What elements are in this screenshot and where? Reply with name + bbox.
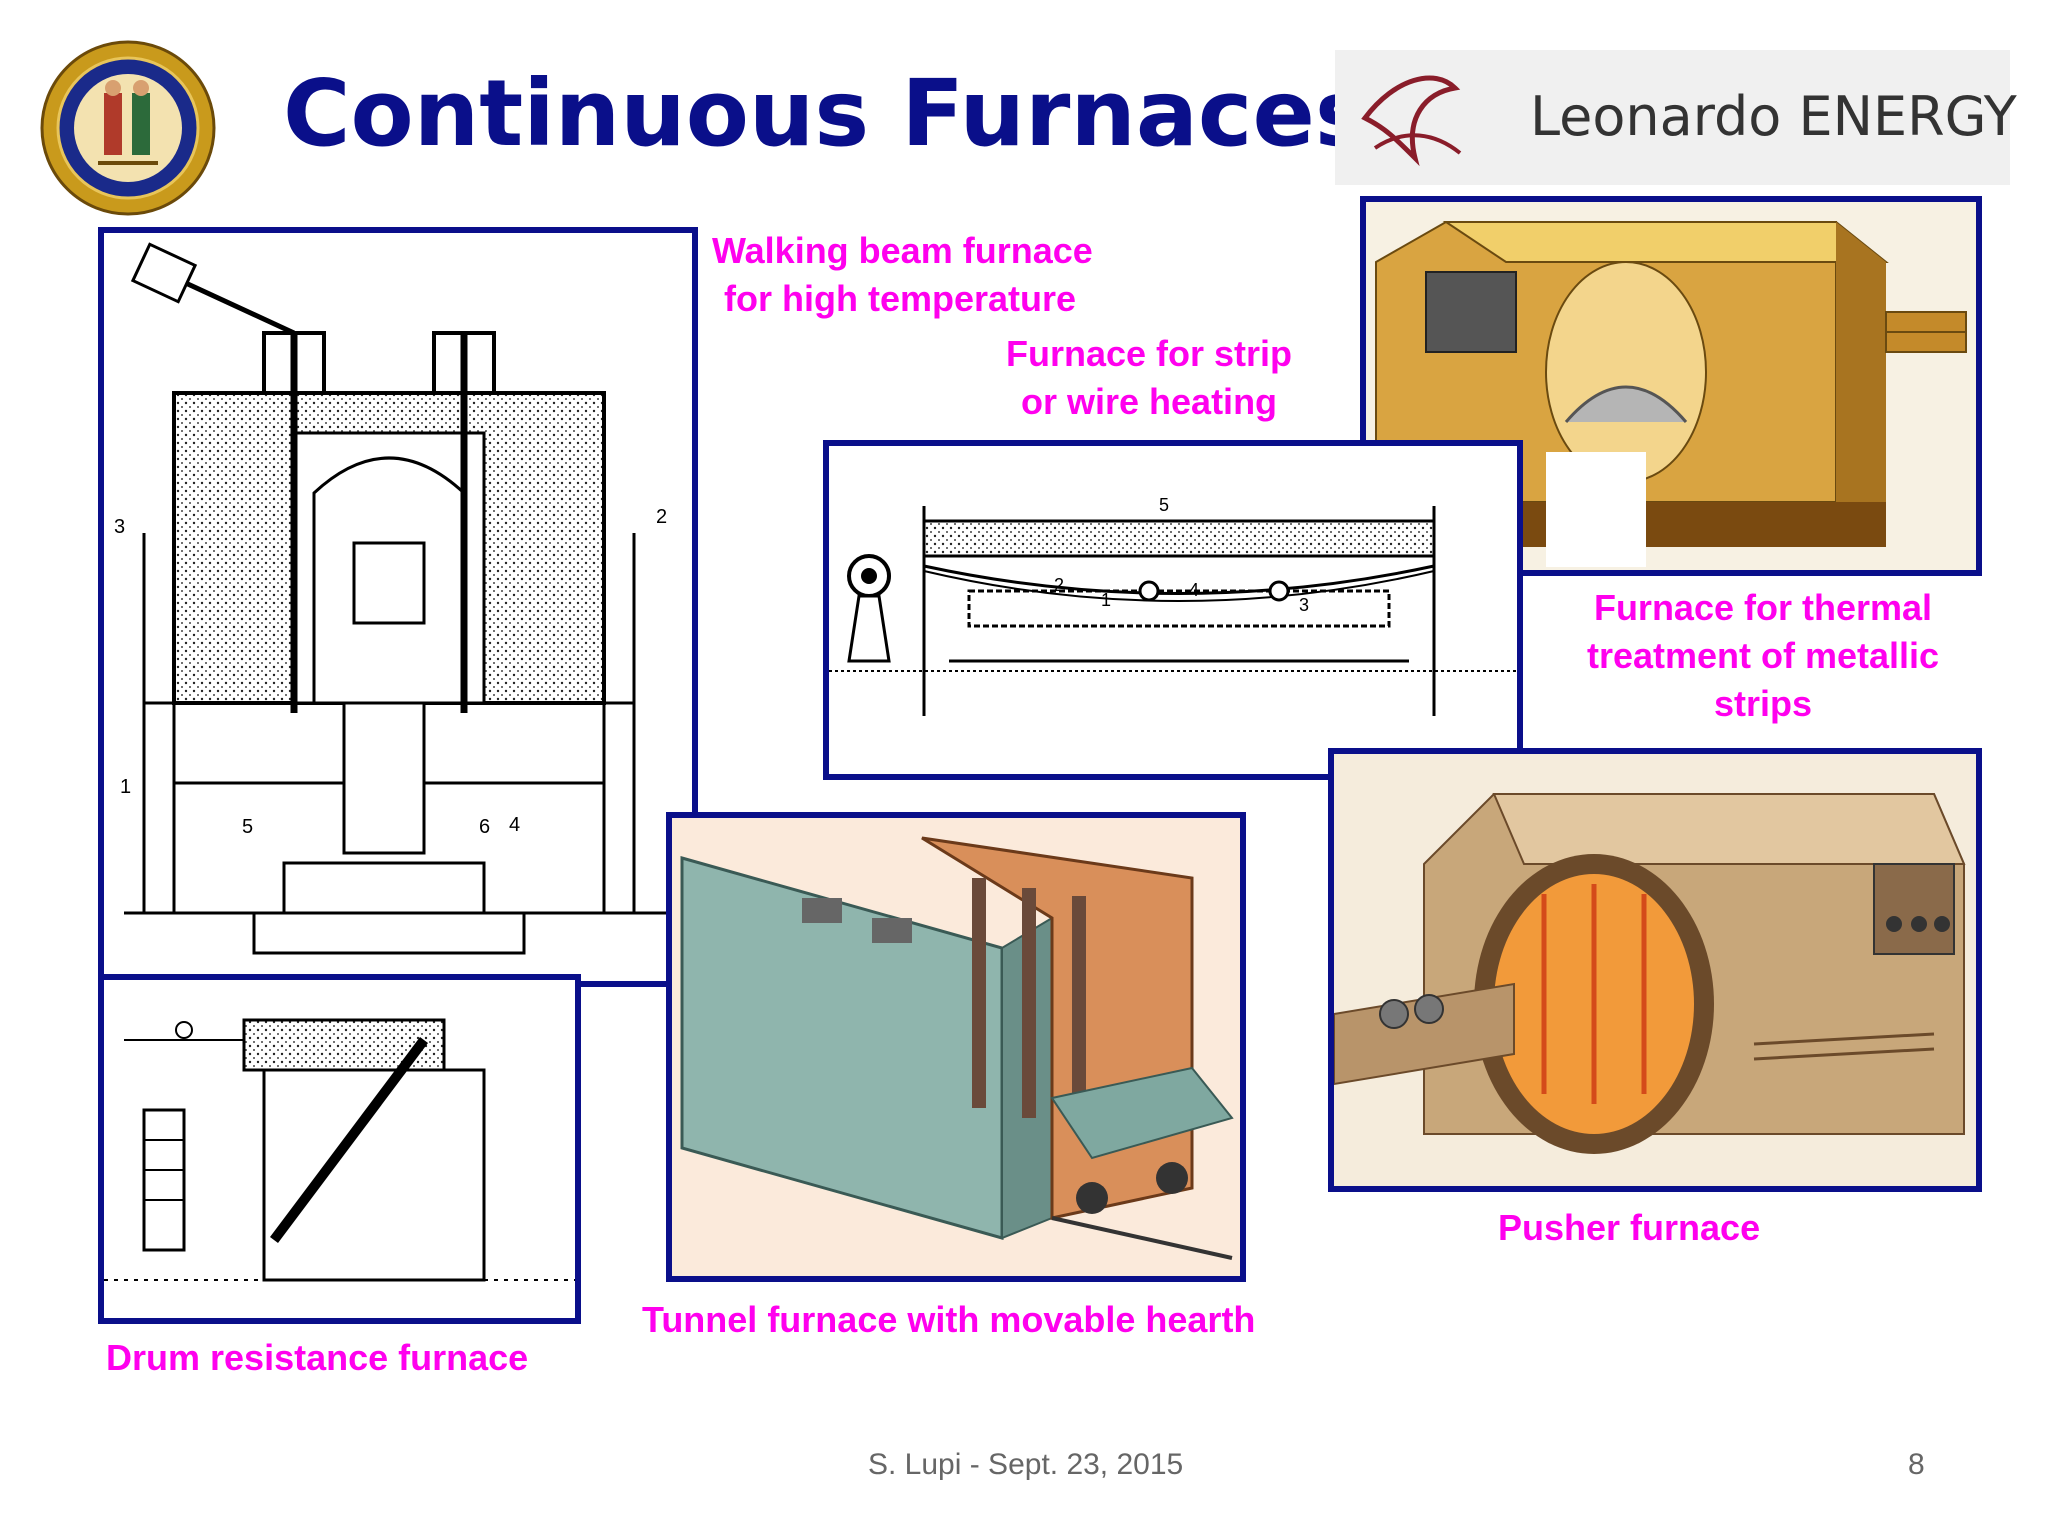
caption-line: strips	[1713, 683, 1813, 724]
caption-drum: Drum resistance furnace	[106, 1337, 529, 1378]
logo-text: Leonardo ENERGY	[1530, 85, 2017, 148]
thermal-strip-furnace-image	[1360, 196, 1982, 576]
caption-thermal-strips: Furnace for thermal treatment of metalli…	[1558, 584, 1968, 728]
drawing-label: 6	[479, 816, 490, 838]
caption-walking-beam: Walking beam furnace for high temperatur…	[712, 227, 1093, 323]
drawing-label: 4	[509, 814, 520, 836]
footer-author-date: S. Lupi - Sept. 23, 2015	[868, 1448, 1184, 1481]
university-seal	[38, 38, 218, 218]
caption-line: Walking beam furnace	[712, 230, 1093, 271]
page-number: 8	[1908, 1448, 1925, 1481]
tunnel-furnace-image	[666, 812, 1246, 1282]
walking-beam-furnace-drawing: 3 2 1 5 6 4	[98, 227, 698, 987]
caption-line: Furnace for thermal	[1593, 587, 1933, 628]
page-title: Continuous Furnaces	[283, 60, 1370, 167]
drawing-label: 2	[1054, 575, 1064, 595]
pusher-furnace-image	[1328, 748, 1982, 1192]
leonardo-energy-logo: Leonardo ENERGY	[1335, 50, 2017, 185]
drawing-label: 4	[1189, 580, 1199, 600]
strip-wire-furnace-drawing: 5 2 1 4 3	[823, 440, 1523, 780]
drawing-label: 1	[1101, 590, 1111, 610]
caption-tunnel: Tunnel furnace with movable hearth	[642, 1299, 1256, 1340]
caption-strip-wire: Furnace for strip or wire heating	[1006, 330, 1292, 426]
drawing-label: 5	[242, 816, 253, 838]
drawing-label: 3	[1299, 595, 1309, 615]
drawing-label: 3	[114, 516, 125, 538]
drawing-label: 2	[656, 506, 667, 528]
drum-furnace-drawing	[98, 974, 581, 1324]
drawing-label: 5	[1159, 495, 1169, 515]
caption-pusher: Pusher furnace	[1498, 1207, 1761, 1248]
caption-line: or wire heating	[1021, 381, 1278, 422]
caption-line: Furnace for strip	[1006, 333, 1293, 374]
leonardo-swirl-icon	[1361, 75, 1462, 167]
caption-line: for high temperature	[724, 278, 1077, 319]
drawing-label: 1	[120, 776, 131, 798]
caption-line: treatment of metallic	[1586, 635, 1940, 676]
